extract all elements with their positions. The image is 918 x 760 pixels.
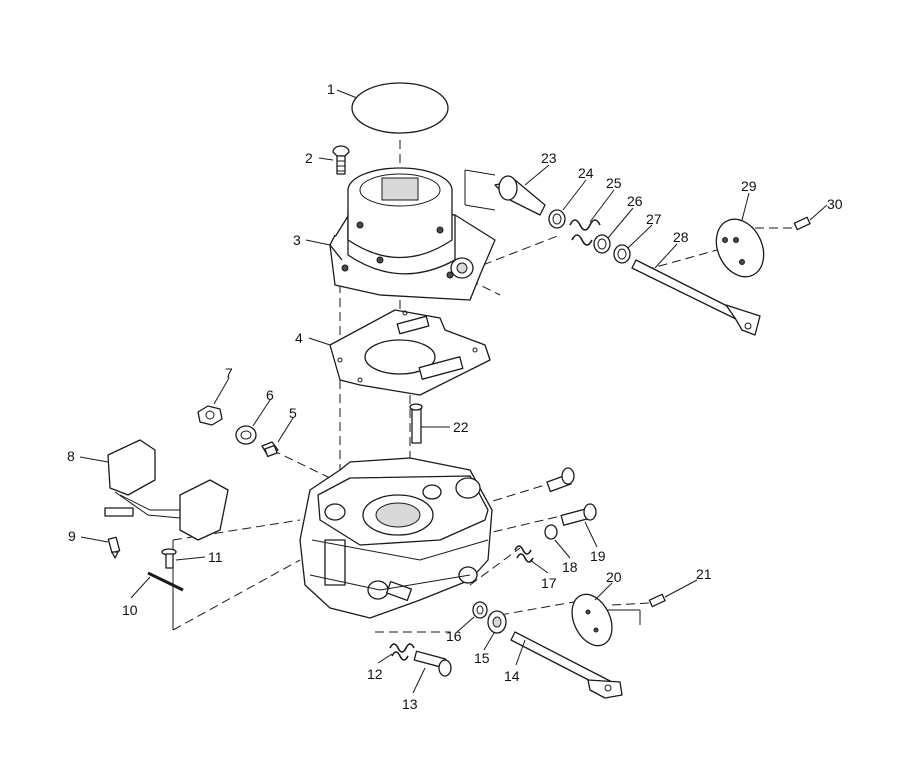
- part-27-washer: [613, 244, 631, 264]
- part-17-spring: [514, 545, 534, 563]
- part-2-screw: [332, 145, 350, 175]
- part-20-valve-disc: [571, 593, 613, 647]
- part-24-washer: [548, 209, 566, 229]
- callout-28: 28: [673, 229, 689, 245]
- callout-1: 1: [327, 81, 335, 97]
- callout-12: 12: [367, 666, 383, 682]
- part-11-screw: [161, 548, 177, 569]
- callout-labels: 1 2 3 4 5 6 7 8 9 10 11 12 13 14 15 16 1…: [67, 81, 843, 712]
- part-13-screw: [413, 650, 452, 677]
- callout-4: 4: [295, 330, 303, 346]
- part-3-top-housing: [329, 167, 496, 301]
- callout-29: 29: [741, 178, 757, 194]
- part-29-valve-disc: [715, 218, 765, 278]
- callout-23: 23: [541, 150, 557, 166]
- callout-16: 16: [446, 628, 462, 644]
- part-25-spring: [569, 219, 601, 246]
- part-15-bushing: [487, 610, 507, 634]
- part-4-gasket: [329, 309, 491, 396]
- callout-3: 3: [293, 232, 301, 248]
- part-upper-screw: [546, 467, 575, 493]
- leader-lines: [79, 89, 828, 694]
- part-22-pin: [409, 403, 423, 444]
- callout-13: 13: [402, 696, 418, 712]
- callout-19: 19: [590, 548, 606, 564]
- part-5-screw: [261, 441, 279, 458]
- part-6-washer: [235, 425, 257, 445]
- callout-5: 5: [289, 405, 297, 421]
- callout-18: 18: [562, 559, 578, 575]
- callout-2: 2: [305, 150, 313, 166]
- callout-26: 26: [627, 193, 643, 209]
- part-7-nut: [197, 405, 223, 426]
- part-12-spring: [389, 643, 415, 661]
- callout-22: 22: [453, 419, 469, 435]
- part-26-washer: [593, 234, 611, 254]
- callout-24: 24: [578, 165, 594, 181]
- callout-8: 8: [67, 448, 75, 464]
- callout-14: 14: [504, 668, 520, 684]
- callout-6: 6: [266, 387, 274, 403]
- callout-10: 10: [122, 602, 138, 618]
- part-23-lever: [494, 175, 546, 216]
- callout-7: 7: [225, 365, 233, 381]
- callout-17: 17: [541, 575, 557, 591]
- part-9-needle: [107, 536, 121, 559]
- main-carburetor-body: [299, 457, 493, 619]
- callout-11: 11: [208, 549, 223, 565]
- part-30-screw: [793, 216, 811, 231]
- part-19-screw: [560, 503, 597, 526]
- callout-9: 9: [68, 528, 76, 544]
- part-21-screw: [648, 593, 666, 608]
- callout-30: 30: [827, 196, 843, 212]
- part-8-float: [104, 439, 229, 541]
- callout-21: 21: [696, 566, 712, 582]
- part-18-washer: [544, 524, 558, 540]
- part-28-shaft: [631, 259, 761, 336]
- part-16-washer: [472, 601, 488, 619]
- callout-20: 20: [606, 569, 622, 585]
- callout-15: 15: [474, 650, 490, 666]
- callout-25: 25: [606, 175, 622, 191]
- part-10-float-pin: [147, 571, 184, 592]
- part-14-shaft: [510, 631, 623, 699]
- part-1-diaphragm: [351, 82, 449, 134]
- callout-27: 27: [646, 211, 662, 227]
